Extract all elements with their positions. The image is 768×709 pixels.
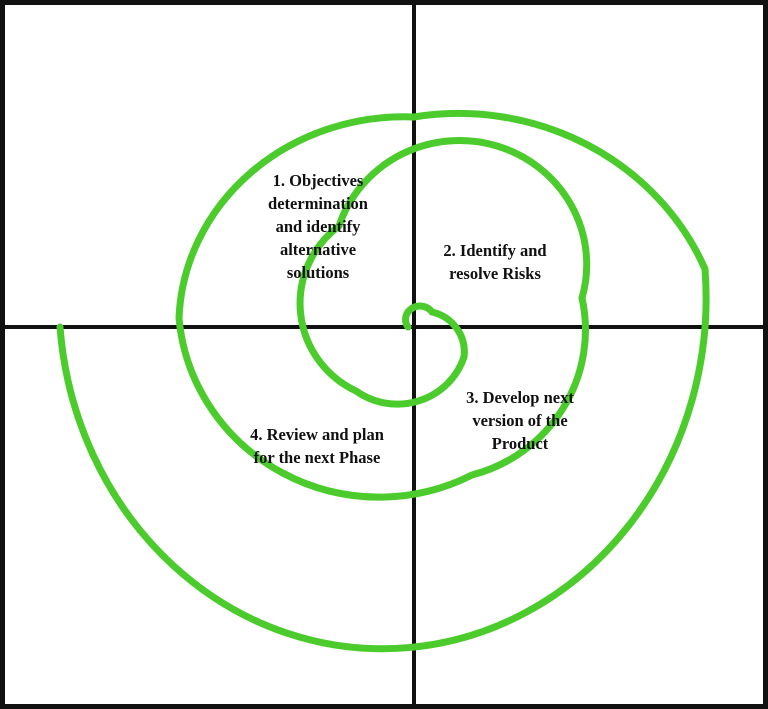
phase-4-line-1: 4. Review and plan xyxy=(250,425,384,444)
phase-1-line-5: solutions xyxy=(286,263,350,282)
phase-4-line-2: for the next Phase xyxy=(253,448,381,467)
phase-1-line-1: 1. Objectives xyxy=(272,171,364,190)
phase-1-line-3: and identify xyxy=(275,217,361,236)
phase-2-label: 2. Identify and resolve Risks xyxy=(420,239,570,285)
phase-2-line-2: resolve Risks xyxy=(449,264,541,283)
phase-1-label: 1. Objectives determination and identify… xyxy=(248,169,388,284)
phase-2-line-1: 2. Identify and xyxy=(443,241,547,260)
phase-1-line-4: alternative xyxy=(279,240,357,259)
phase-4-label: 4. Review and plan for the next Phase xyxy=(222,423,412,469)
phase-3-label: 3. Develop next version of the Product xyxy=(440,386,600,455)
phase-3-line-1: 3. Develop next xyxy=(466,388,574,407)
phase-3-line-2: version of the xyxy=(472,411,568,430)
spiral-curve xyxy=(56,109,710,653)
phase-1-line-2: determination xyxy=(268,194,368,213)
phase-3-line-3: Product xyxy=(491,434,549,453)
